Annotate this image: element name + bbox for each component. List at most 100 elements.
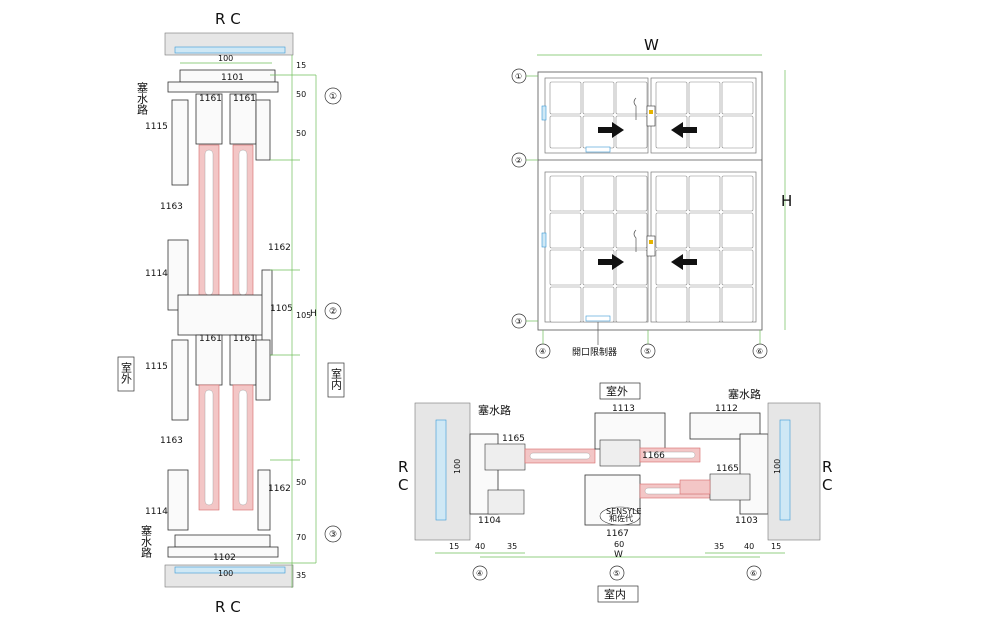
handle-lower <box>633 229 656 257</box>
part-1114-b: 1114 <box>145 507 168 517</box>
plan-outside-box <box>599 382 641 400</box>
glazing-pane-26 <box>721 175 754 212</box>
plan-section: 室外 塞水路 R C 100 1165 1104 1113 1166 SENSY… <box>398 382 832 603</box>
brand-sub: 和佐代 <box>609 513 633 523</box>
glazing-pane-33 <box>655 286 688 323</box>
transom <box>177 294 269 336</box>
circle-6-plan-label: ⑥ <box>750 569 757 578</box>
glazing-pane-12 <box>549 175 582 212</box>
part-1114-a: 1114 <box>145 269 168 279</box>
part-1161-a: 1161 <box>199 94 222 104</box>
plan-inside-label: 室内 <box>604 587 626 601</box>
hinge-upper <box>541 105 547 121</box>
rc-top-label: R C <box>215 10 241 28</box>
part-1167: 1167 <box>606 529 629 539</box>
part-1166: 1166 <box>642 451 665 461</box>
glazing-pane-28 <box>688 212 721 249</box>
part-1104: 1104 <box>478 516 501 526</box>
wall-right-seal <box>779 419 791 521</box>
circle-5-plan-label: ⑤ <box>613 569 620 578</box>
glazing-pane-29 <box>721 212 754 249</box>
glazing-pane-24 <box>655 175 688 212</box>
dim-60: 60 <box>614 540 624 549</box>
part-1161-d: 1161 <box>233 334 256 344</box>
part-1103: 1103 <box>735 516 758 526</box>
arrow-left-lower <box>671 254 697 270</box>
part-1115-a: 1115 <box>145 122 168 132</box>
circle-3-left <box>324 525 342 543</box>
circle-1-left-label: ① <box>329 92 337 102</box>
dim-50-a: 50 <box>296 90 306 99</box>
drain-bottom-label: 塞水路 <box>140 524 153 559</box>
glazing-pane-18 <box>549 249 582 286</box>
glazing-pane-27 <box>655 212 688 249</box>
limiter-label: 開口限制器 <box>572 346 617 358</box>
handle-upper <box>633 97 656 127</box>
plan-w-label: W <box>614 550 623 560</box>
circle-5-plan <box>609 565 625 581</box>
circle-2-left-label: ② <box>329 307 337 317</box>
glass-right <box>679 479 711 495</box>
part-1161-b: 1161 <box>233 94 256 104</box>
part-1163-b: 1163 <box>160 436 183 446</box>
drain-left-label: 塞水路 <box>478 403 511 417</box>
glazing-pane-35 <box>721 286 754 323</box>
dim-15: 15 <box>296 61 306 70</box>
part-1105: 1105 <box>270 304 293 314</box>
dim-100-left: 100 <box>453 459 462 474</box>
elevation-view: W H ① <box>511 36 792 359</box>
plan-inside-box <box>597 585 639 603</box>
dim-50-b: 50 <box>296 129 306 138</box>
frame-right-upper <box>255 99 271 161</box>
glass-center-upper-inner <box>644 451 696 459</box>
arrow-left-upper <box>671 122 697 138</box>
dim-15-left: 15 <box>449 542 459 551</box>
hinge-lower <box>541 232 547 248</box>
part-1112: 1112 <box>715 404 738 414</box>
elev-w-label: W <box>644 36 659 54</box>
circle-4-plan <box>472 565 488 581</box>
part-1115-b: 1115 <box>145 362 168 372</box>
plan-outside-label: 室外 <box>606 384 628 398</box>
glazing-pane-0 <box>549 81 582 115</box>
glazing-pane-34 <box>688 286 721 323</box>
wall-right <box>767 402 821 541</box>
rc-left-r: R <box>398 458 408 476</box>
drain-top-label: 塞水路 <box>136 81 149 116</box>
dim-15-right: 15 <box>771 542 781 551</box>
glazing-pane-22 <box>582 286 615 323</box>
rc-right-r: R <box>822 458 832 476</box>
circle-6-elev-label: ⑥ <box>756 347 763 356</box>
drain-right-label: 塞水路 <box>728 387 761 401</box>
wall-left-seal <box>435 419 447 521</box>
dim-40-right: 40 <box>744 542 754 551</box>
glazing-pane-15 <box>549 212 582 249</box>
limiter-upper <box>585 146 611 153</box>
glazing-pane-2 <box>615 81 648 115</box>
frame-right-lower <box>255 339 271 401</box>
part-1165-a: 1165 <box>502 434 525 444</box>
sill-bottom-trim <box>174 566 286 574</box>
brand-badge <box>599 506 641 526</box>
glazing-pane-13 <box>582 175 615 212</box>
glazing-pane-32 <box>721 249 754 286</box>
inside-label: 室内 <box>330 367 343 391</box>
dim-h-left: H <box>310 309 317 319</box>
glazing-pane-31 <box>688 249 721 286</box>
sash-upper-a <box>195 93 223 145</box>
part-1101: 1101 <box>221 73 244 83</box>
circle-1-elev-label: ① <box>515 72 522 81</box>
glazing-pane-11 <box>721 115 754 149</box>
rc-left-c: C <box>398 476 408 494</box>
circle-3-left-label: ③ <box>329 530 337 540</box>
glazing-pane-16 <box>582 212 615 249</box>
frame-left-low <box>487 489 525 515</box>
inside-box <box>327 362 345 398</box>
circle-2-elev-label: ② <box>515 156 522 165</box>
vertical-section: R C R C 1101 1161 <box>117 10 345 616</box>
glass-lower-a-inner <box>204 389 214 506</box>
glazing-pane-1 <box>582 81 615 115</box>
circle-2-left <box>324 302 342 320</box>
glazing-pane-14 <box>615 175 648 212</box>
